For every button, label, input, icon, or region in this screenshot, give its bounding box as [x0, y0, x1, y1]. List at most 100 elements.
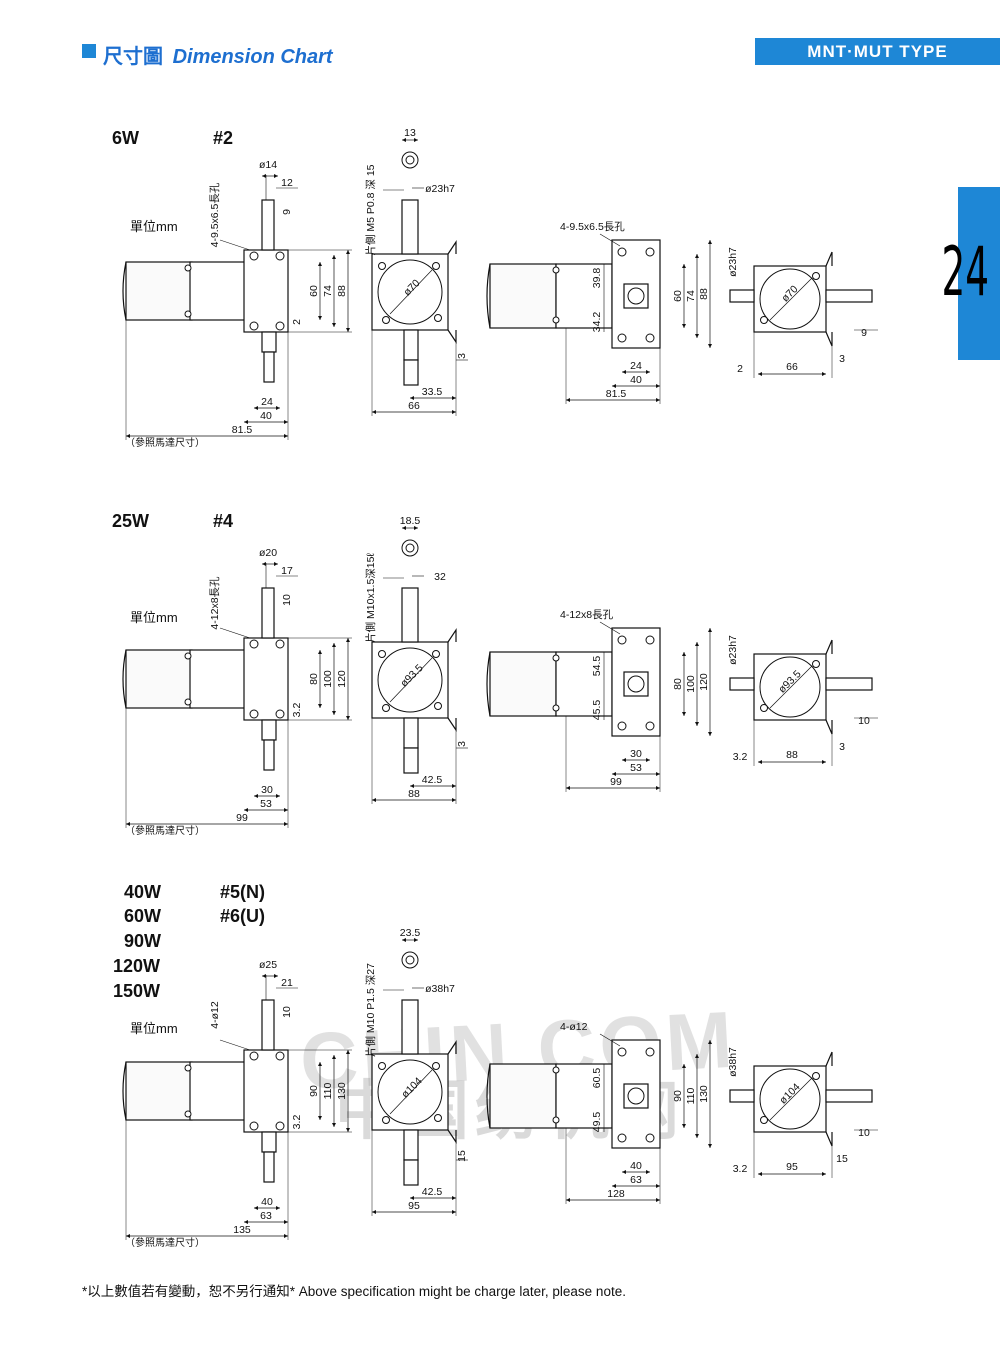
- arrowhead: [332, 711, 336, 715]
- mount-hole-icon: [645, 247, 655, 257]
- base-inner-label: 40: [261, 1196, 273, 1208]
- bottom-b-label: 88: [408, 788, 420, 800]
- pilot-label: ø38h7: [425, 983, 455, 995]
- mount-hole-icon: [617, 721, 627, 731]
- bottom-a-label: 42.5: [422, 774, 443, 786]
- rear-length-label: 99: [610, 776, 622, 788]
- width-label: 95: [786, 1161, 798, 1173]
- mount-hole-icon: [249, 1051, 259, 1061]
- arrowhead: [414, 526, 418, 530]
- arrowhead: [318, 1062, 322, 1066]
- arrowhead: [695, 642, 699, 646]
- screw-icon: [432, 262, 440, 270]
- bottom-b-label: 95: [408, 1200, 420, 1212]
- shaft-left: [729, 289, 755, 303]
- arrowhead: [318, 650, 322, 654]
- shaft-keyhole-icon: [405, 955, 415, 965]
- rear-h-mid-label: 110: [685, 1087, 697, 1104]
- arrowhead: [656, 772, 660, 776]
- screw-icon: [552, 316, 560, 324]
- height-inner-label: 90: [308, 1085, 320, 1097]
- shaft-end: [403, 359, 419, 386]
- mount-hole-icon: [645, 635, 655, 645]
- key-label: 10: [858, 715, 870, 727]
- arrowhead: [656, 384, 660, 388]
- screw-icon: [184, 652, 192, 660]
- pilot-label: ø23h7: [425, 183, 455, 195]
- pcd-line: [389, 269, 433, 315]
- screw-icon: [552, 1116, 560, 1124]
- screw-icon: [432, 650, 440, 658]
- arrowhead: [274, 562, 278, 566]
- screw-icon: [184, 1110, 192, 1118]
- mount-hole-icon: [617, 1133, 627, 1143]
- mount-hole-icon: [275, 709, 285, 719]
- rear-h-inner-label: 80: [672, 678, 684, 690]
- base-inner-label: 24: [261, 396, 273, 408]
- rear-base-inner-label: 24: [630, 360, 642, 372]
- leader-line: [219, 1039, 251, 1051]
- arrowhead: [708, 1144, 712, 1148]
- arrowhead: [274, 974, 278, 978]
- rear-down-label: 34.2: [591, 312, 603, 333]
- arrowhead: [284, 420, 288, 424]
- arrowhead: [332, 1055, 336, 1059]
- arrowhead: [346, 1128, 350, 1132]
- arrowhead: [452, 410, 456, 414]
- output-shaft: [401, 199, 419, 255]
- mount-hole-icon: [645, 333, 655, 343]
- screw-icon: [552, 1066, 560, 1074]
- pilot-label: ø38h7: [727, 1047, 739, 1077]
- overall-length-label: 99: [236, 812, 248, 824]
- arrowhead: [284, 808, 288, 812]
- key-depth-label: 10: [281, 594, 293, 606]
- arrowhead: [414, 938, 418, 942]
- arrowhead: [274, 174, 278, 178]
- motor-body: [125, 649, 193, 709]
- leader-line: [599, 1033, 621, 1047]
- screw-icon: [760, 1116, 768, 1124]
- leader-line: [219, 627, 251, 639]
- arrowhead: [346, 716, 350, 720]
- rear-length-label: 81.5: [606, 388, 627, 400]
- arrowhead: [346, 250, 350, 254]
- leader-line: [599, 233, 621, 247]
- reference-note: （參照馬達尺寸）: [125, 1236, 205, 1249]
- height-outer-label: 130: [336, 1082, 348, 1100]
- arrowhead: [346, 638, 350, 642]
- arrowhead: [695, 254, 699, 258]
- page-title: 尺寸圖 Dimension Chart: [103, 40, 333, 69]
- arrowhead: [452, 798, 456, 802]
- arrowhead: [682, 1064, 686, 1068]
- arrowhead: [244, 1220, 248, 1224]
- shaft-right: [825, 289, 873, 303]
- width-label: 88: [786, 749, 798, 761]
- output-shaft: [401, 999, 419, 1055]
- arrowhead: [254, 406, 258, 410]
- rear-h-outer-label: 88: [698, 288, 710, 300]
- bracket: [447, 240, 457, 344]
- arrowhead: [244, 420, 248, 424]
- arrowhead: [695, 334, 699, 338]
- height-outer-label: 88: [336, 285, 348, 297]
- holes-label: 4-12x8長孔: [208, 576, 221, 630]
- motor-flange: [189, 261, 247, 321]
- screw-icon: [184, 310, 192, 318]
- side-thread-label: 片側 M5 P0.8 深 15: [364, 164, 377, 255]
- arrowhead: [284, 434, 288, 438]
- top-key-label: 23.5: [400, 927, 421, 939]
- mount-hole-icon: [275, 1051, 285, 1061]
- shaft-diameter-label: ø20: [259, 547, 277, 559]
- shaft-end: [403, 1159, 419, 1186]
- rear-base-inner-label: 40: [630, 1160, 642, 1172]
- mount-hole-icon: [275, 251, 285, 261]
- mount-hole-icon: [645, 1133, 655, 1143]
- shaft-bottom: [403, 329, 419, 361]
- arrowhead: [708, 344, 712, 348]
- screw-icon: [552, 704, 560, 712]
- arrowhead: [126, 434, 130, 438]
